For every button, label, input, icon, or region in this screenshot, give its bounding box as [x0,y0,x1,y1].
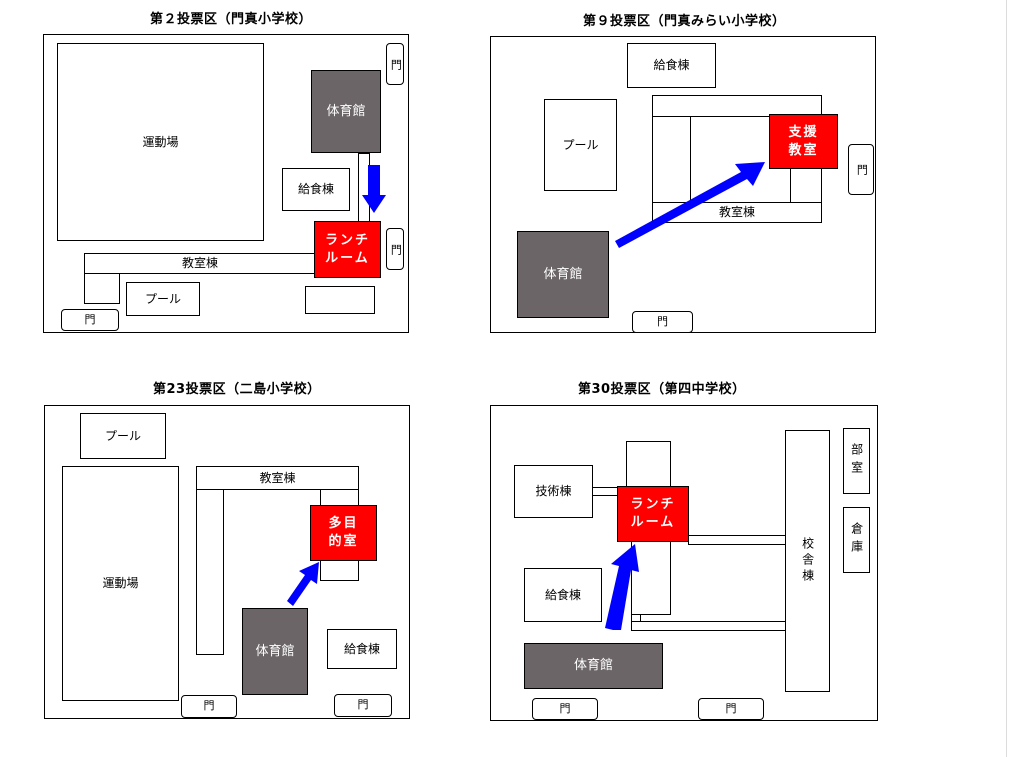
panel-2-title: 第９投票区（門真みらい小学校） [583,14,786,29]
outbuilding [305,286,375,314]
storage: 倉庫 [843,507,870,573]
gate-bottom-label: 門 [84,312,96,326]
gate-right[interactable]: 門 [698,698,764,720]
kitchen-label: 給食棟 [544,587,581,602]
club-room: 部室 [843,428,870,494]
central-wing-lower [631,540,671,615]
pool-label: プール [104,428,141,443]
pool-label: プール [144,291,181,306]
central-wing-top [626,441,671,488]
gate-right-label: 門 [357,698,369,712]
gate-right-label: 門 [725,701,737,715]
classroom-label: 教室棟 [181,256,218,271]
support-classroom[interactable]: 支援 教室 [769,114,838,169]
small-annex [84,273,120,304]
classroom-label: 教室棟 [718,205,755,220]
school-building-label: 校舎棟 [800,537,815,585]
classroom-label: 教室棟 [259,470,296,485]
kitchen: 給食棟 [627,43,716,88]
tech-building-label: 技術棟 [535,484,572,499]
classroom-building: 教室棟 [196,466,359,490]
gym-label: 体育館 [543,266,583,282]
gate-bottom[interactable]: 門 [632,311,693,333]
pool: プール [126,282,200,316]
pool-label: プール [562,137,599,152]
playground-label: 運動場 [142,134,179,149]
gate-side[interactable]: 門 [386,228,404,270]
pool: プール [80,413,166,459]
tech-corridor [592,487,618,496]
kitchen-label: 給食棟 [297,182,334,197]
support-classroom-label: 支援 教室 [788,124,819,158]
pool: プール [544,99,617,191]
kitchen-label: 給食棟 [653,58,690,73]
gate-bottom-label: 門 [657,314,668,328]
lunch-room-label: ランチ ルーム [630,497,676,530]
tech-building: 技術棟 [514,465,593,518]
lunch-room-label: ランチ ルーム [324,232,370,266]
classroom-left-wing [652,116,691,203]
gate-bottom[interactable]: 門 [61,309,119,331]
gate-right[interactable]: 門 [334,694,392,717]
gate-side[interactable]: 門 [848,144,874,195]
gym-label: 体育館 [573,658,613,674]
lunch-room[interactable]: ランチ ルーム [617,486,689,542]
kitchen-label: 給食棟 [343,641,380,656]
classroom-building: 教室棟 [84,253,316,274]
gate-left-label: 門 [559,701,571,715]
gate-left[interactable]: 門 [532,698,598,720]
gate-top-label: 門 [389,58,403,70]
storage-label: 倉庫 [849,522,864,558]
gate-left-label: 門 [203,699,215,713]
panel-1-title: 第２投票区（門真小学校） [150,12,313,27]
south-corridor [631,621,786,631]
east-corridor [688,535,786,545]
direction-arrow [615,162,765,248]
gate-top[interactable]: 門 [386,43,404,85]
panel-3-title: 第23投票区（二島小学校） [153,382,321,397]
gym: 体育館 [517,231,609,318]
gym-label: 体育館 [326,103,366,119]
kitchen: 給食棟 [327,629,397,669]
panel-4-title: 第30投票区（第四中学校） [578,382,746,397]
viewport-edge [1006,0,1007,757]
club-room-label: 部室 [849,443,864,479]
classroom-west-wing [196,489,224,655]
gate-side-label: 門 [855,164,869,175]
playground: 運動場 [57,43,264,241]
multipurpose-room[interactable]: 多目 的室 [310,505,377,561]
lunch-room[interactable]: ランチ ルーム [314,221,381,278]
playground: 運動場 [62,466,179,701]
gate-side-label: 門 [389,243,403,255]
gym: 体育館 [311,70,381,153]
kitchen: 給食棟 [282,168,350,211]
gym: 体育館 [242,608,308,695]
school-building: 校舎棟 [785,430,830,692]
gym: 体育館 [524,643,663,689]
direction-arrow [362,165,386,213]
classroom-top-wing [652,95,822,117]
direction-arrow [287,562,319,606]
direction-arrow [605,544,639,630]
kitchen: 給食棟 [524,568,602,622]
gate-left[interactable]: 門 [181,695,237,718]
multipurpose-room-label: 多目 的室 [328,516,359,549]
gym-label: 体育館 [255,643,295,659]
playground-label: 運動場 [102,576,139,591]
